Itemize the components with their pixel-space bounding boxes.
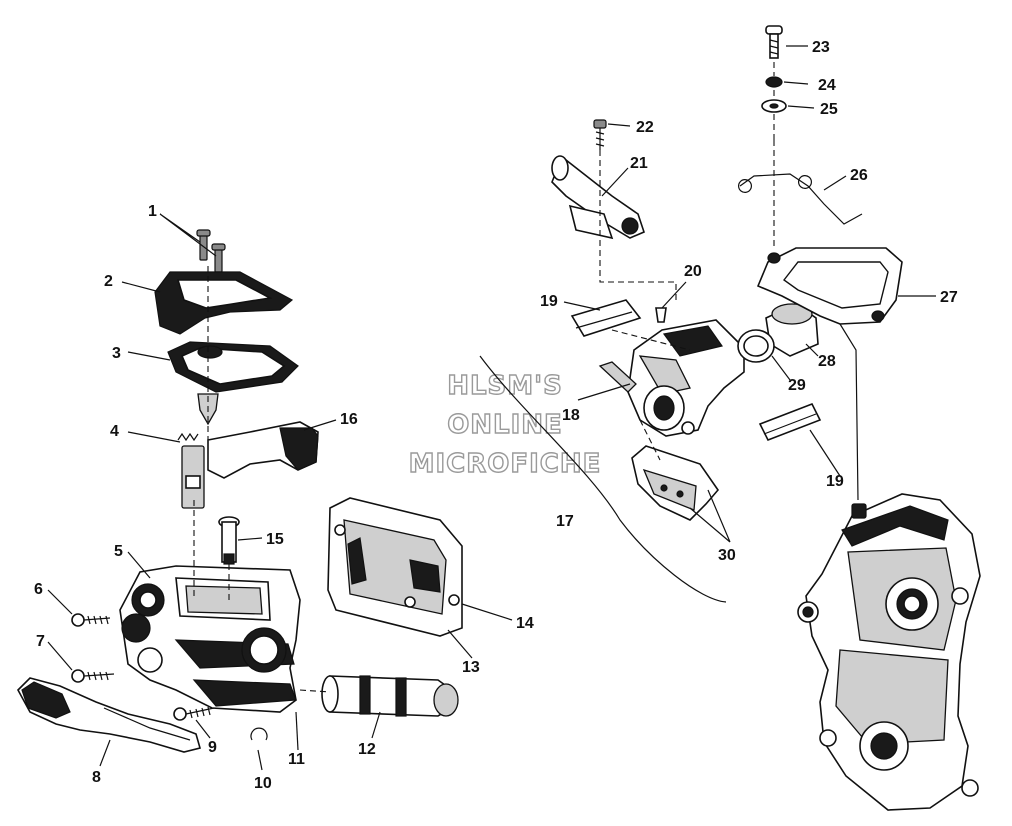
callout-10: 10 <box>254 775 272 792</box>
watermark: HLSM'S ONLINE MICROFICHE <box>408 370 602 479</box>
part-3-gasket <box>167 341 299 393</box>
callout-29: 29 <box>788 377 806 394</box>
callout-3: 3 <box>112 345 121 362</box>
watermark-line-2: ONLINE <box>447 410 563 440</box>
part-6-screw <box>71 613 111 627</box>
callout-20: 20 <box>684 263 702 280</box>
callout-9: 9 <box>208 739 217 756</box>
callout-1: 1 <box>148 203 157 220</box>
callout-17: 17 <box>556 513 574 530</box>
part-10-clip <box>250 727 268 741</box>
callout-13: 13 <box>462 659 480 676</box>
centerline-pad <box>611 329 691 461</box>
callout-12: 12 <box>358 741 376 758</box>
watermark-line-3: MICROFICHE <box>409 449 602 479</box>
part-8-brake-lever <box>17 677 201 753</box>
group-bracket-17 <box>479 355 727 603</box>
callout-23: 23 <box>812 39 830 56</box>
callout-6: 6 <box>34 581 43 598</box>
callout-2: 2 <box>104 273 113 290</box>
callout-4: 4 <box>110 423 119 440</box>
part-15-pin <box>218 516 240 565</box>
callout-26: 26 <box>850 167 868 184</box>
part-24-washer <box>765 76 783 88</box>
part-7-screw <box>71 669 115 683</box>
centerline-grip <box>299 689 331 693</box>
part-23-bolt <box>765 25 783 59</box>
part-21-fitting <box>551 155 645 240</box>
part-1-screws <box>196 229 226 273</box>
callout-19-top: 19 <box>540 293 558 310</box>
part-28-piston <box>765 303 819 357</box>
leader-bracket-to-cover <box>839 323 859 501</box>
part-16-lever <box>181 421 319 509</box>
part-26-spring-wire <box>738 173 863 225</box>
callout-16: 16 <box>340 411 358 428</box>
part-2-cover <box>154 271 294 335</box>
callout-15: 15 <box>266 531 284 548</box>
part-18-caliper-body <box>598 319 745 437</box>
callout-18: 18 <box>562 407 580 424</box>
callout-14: 14 <box>516 615 534 632</box>
part-25-washer <box>761 99 787 113</box>
part-9-screw <box>173 706 215 721</box>
callout-5: 5 <box>114 543 123 560</box>
callout-22: 22 <box>636 119 654 136</box>
part-5-housing <box>119 565 301 713</box>
callout-27: 27 <box>940 289 958 306</box>
chaincase-cover <box>797 493 981 811</box>
callout-28: 28 <box>818 353 836 370</box>
leader-lines <box>47 45 936 771</box>
part-22-bolt <box>593 119 607 150</box>
callout-24: 24 <box>818 77 836 94</box>
part-12-grip-shaft <box>321 675 459 717</box>
caliper-assembly <box>479 25 903 603</box>
callout-8: 8 <box>92 769 101 786</box>
callout-19-bottom: 19 <box>826 473 844 490</box>
callout-11: 11 <box>288 751 305 768</box>
left-assembly <box>17 229 463 753</box>
part-27-bracket <box>756 247 903 325</box>
part-19-strip-bottom <box>758 402 822 442</box>
callout-25: 25 <box>820 101 838 118</box>
centerline-fitting <box>599 150 677 300</box>
callout-30: 30 <box>718 547 736 564</box>
part-13-14-side-cover <box>327 497 463 637</box>
callout-7: 7 <box>36 633 45 650</box>
part-4-spring <box>177 432 199 442</box>
part-19-strip-top <box>570 299 642 337</box>
part-20-bleeder <box>655 307 667 323</box>
callout-21: 21 <box>630 155 648 172</box>
callout-labels: 1 2 3 4 5 6 7 8 9 10 11 12 13 14 15 16 1… <box>34 39 958 792</box>
part-29-seal <box>737 329 775 363</box>
part-30-brake-pads <box>631 445 720 521</box>
